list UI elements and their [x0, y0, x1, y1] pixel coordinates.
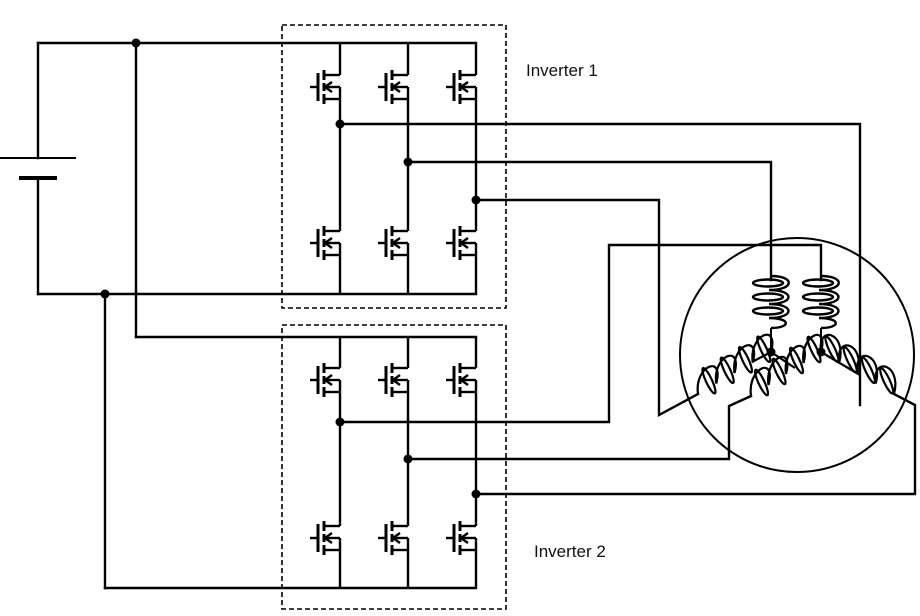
junction-dot — [335, 417, 345, 427]
stator-winding-icon — [696, 333, 774, 395]
mosfet-switch-icon — [310, 226, 342, 260]
motor-housing — [679, 237, 915, 473]
mosfet-switch-icon — [446, 70, 478, 104]
mosfet-switch-icon — [378, 226, 410, 260]
phase-wire-b1 — [406, 160, 773, 282]
battery-symbol — [0, 41, 76, 296]
mosfet-switch-icon — [310, 521, 342, 555]
stator-winding-icon — [749, 333, 824, 397]
motor — [679, 237, 915, 473]
mosfet-switch-icon — [310, 70, 342, 104]
mosfet-switch-icon — [378, 70, 410, 104]
field-coil-icon — [801, 274, 840, 330]
inverter2 — [310, 337, 478, 588]
junction-dot — [471, 195, 481, 205]
mosfet-switch-icon — [446, 226, 478, 260]
inverter-leg — [378, 43, 410, 294]
phase-wire-b2 — [406, 394, 753, 461]
junction-dot — [403, 454, 413, 464]
junction-dot — [766, 347, 776, 357]
inverter2-label: Inverter 2 — [534, 542, 606, 561]
junction-dot — [471, 489, 481, 499]
inverter-leg — [446, 337, 478, 588]
inverter-leg — [446, 43, 478, 294]
phase-wire-a2 — [338, 243, 823, 424]
mosfet-switch-icon — [446, 363, 478, 397]
inverter-leg — [310, 337, 342, 588]
phase-wire-c2 — [474, 392, 917, 496]
phase-wire-c1 — [474, 198, 700, 418]
junction-dot — [816, 347, 826, 357]
inverter-leg — [310, 43, 342, 294]
field-coil-icon — [751, 274, 790, 330]
mosfet-switch-icon — [446, 521, 478, 555]
stator-winding-icon — [819, 333, 897, 395]
mosfet-switch-icon — [378, 521, 410, 555]
stator-windings — [696, 333, 897, 397]
mosfet-switch-icon — [378, 363, 410, 397]
inverter-leg — [378, 337, 410, 588]
junction-dot — [335, 119, 345, 129]
dc-bus — [36, 38, 478, 590]
field-coils — [751, 274, 840, 330]
mosfet-switch-icon — [310, 363, 342, 397]
junction-dot — [100, 289, 110, 299]
phase-wire-a1 — [338, 122, 862, 407]
inverter1-label: Inverter 1 — [526, 61, 598, 80]
junction-dot — [131, 38, 141, 48]
inverter2-phase-wires — [335, 243, 917, 499]
inverter1-box — [281, 24, 507, 309]
inverter1 — [310, 43, 478, 294]
junction-dot — [403, 157, 413, 167]
inverter2-box — [281, 324, 507, 610]
